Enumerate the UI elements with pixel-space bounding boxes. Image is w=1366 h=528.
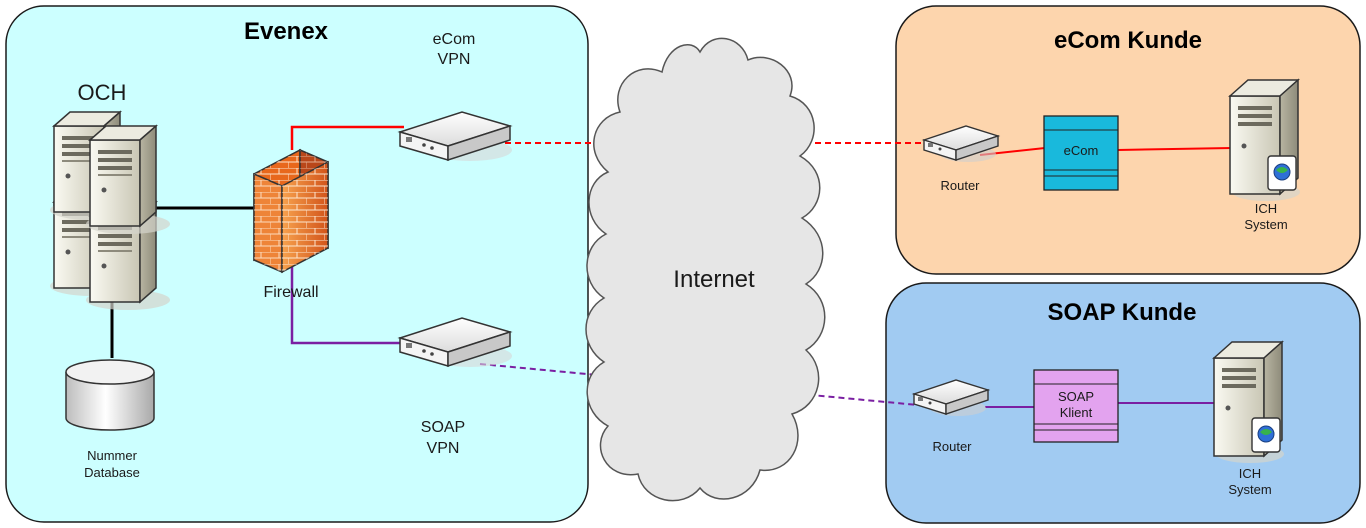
zone-ecom-kunde-box [895,5,1361,275]
och-server-cluster: OCH [49,80,171,311]
soap-ich-label-line1: ICH [1239,466,1261,481]
ecom-component: eCom [1043,115,1119,191]
ich-server-icon [1213,341,1285,464]
database-label-line2: Database [84,465,140,480]
soap-vpn: SOAP VPN [399,317,513,457]
database-icon [65,359,155,431]
ecom-router: Router [923,125,999,193]
ecom-ich-label-line1: ICH [1255,201,1277,216]
ecom-component-label: eCom [1064,143,1099,158]
zone-ecom-kunde-title: eCom Kunde [1054,27,1202,54]
ecom-component-box [1043,115,1119,191]
ich-server-icon [1229,79,1301,202]
ecom-router-label: Router [940,178,980,193]
soap-component-label-line1: SOAP [1058,389,1094,404]
soap-router: Router [913,379,989,454]
nummer-database: Nummer Database [65,359,155,480]
soap-component: SOAP Klient [1033,369,1119,443]
zone-ecom-kunde: eCom Kunde [895,5,1361,275]
link-firewall-ecom-vpn [290,125,404,150]
och-label: OCH [78,80,127,105]
soap-vpn-label-line2: VPN [427,440,460,457]
firewall-icon [253,148,329,274]
soap-component-label-line2: Klient [1060,405,1093,420]
ecom-ich-system: ICH System [1229,79,1301,232]
internet-cloud-shape [585,37,826,502]
ecom-vpn: eCom VPN [399,31,513,162]
link-firewall-soap-vpn [290,266,404,345]
firewall: Firewall [253,148,329,301]
soap-vpn-label-line1: SOAP [421,419,465,436]
ecom-vpn-label-line2: VPN [438,51,471,68]
soap-ich-label-line2: System [1228,482,1271,497]
internet-label: Internet [673,266,755,293]
zone-evenex-title: Evenex [244,18,329,45]
soap-router-label: Router [932,439,972,454]
zone-soap-kunde-title: SOAP Kunde [1048,299,1197,326]
connections [110,125,1233,408]
ecom-ich-label-line2: System [1244,217,1287,232]
database-label-line1: Nummer [87,448,138,463]
ecom-vpn-label-line1: eCom [433,31,476,48]
internet-cloud: Internet [585,37,826,502]
firewall-label: Firewall [263,284,318,301]
soap-ich-system: ICH System [1213,341,1285,497]
link-ecom-component-ich [1117,147,1233,151]
link-soap-vpn-router [479,363,919,406]
